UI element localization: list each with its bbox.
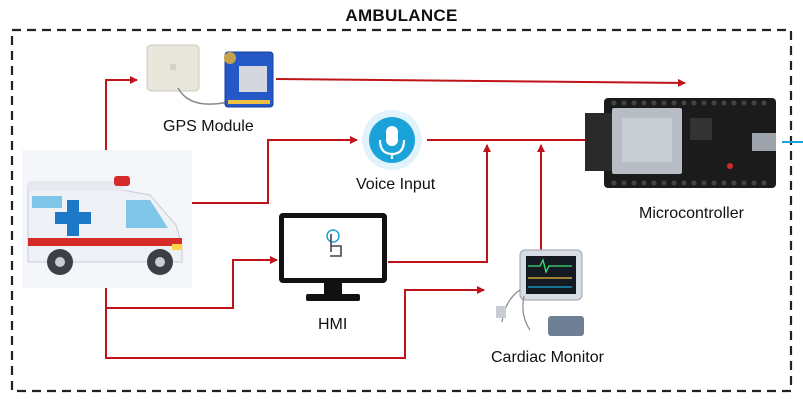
connections <box>105 76 686 359</box>
edge-hmi-mcu <box>388 144 491 263</box>
gps-module-icon <box>146 44 274 108</box>
edge-ambulance-cardiac <box>105 286 485 359</box>
edge-ambulance-voice <box>182 136 358 204</box>
edge-gps-mcu <box>275 78 686 87</box>
hmi-monitor-icon <box>279 213 387 301</box>
voice-input-label: Voice Input <box>356 176 436 193</box>
hmi-label: HMI <box>318 316 348 333</box>
cardiac-monitor-label: Cardiac Monitor <box>491 349 604 366</box>
cardiac-monitor-icon <box>496 249 584 336</box>
gps-module-label: GPS Module <box>163 118 254 135</box>
edge-ambulance-gps <box>105 76 138 150</box>
diagram-title: AMBULANCE <box>345 6 458 25</box>
microcontroller-icon <box>585 98 776 188</box>
voice-input-icon <box>362 110 422 170</box>
microcontroller-label: Microcontroller <box>639 205 744 222</box>
ambulance-icon <box>22 150 192 288</box>
edge-ambulance-hmi <box>105 256 278 309</box>
